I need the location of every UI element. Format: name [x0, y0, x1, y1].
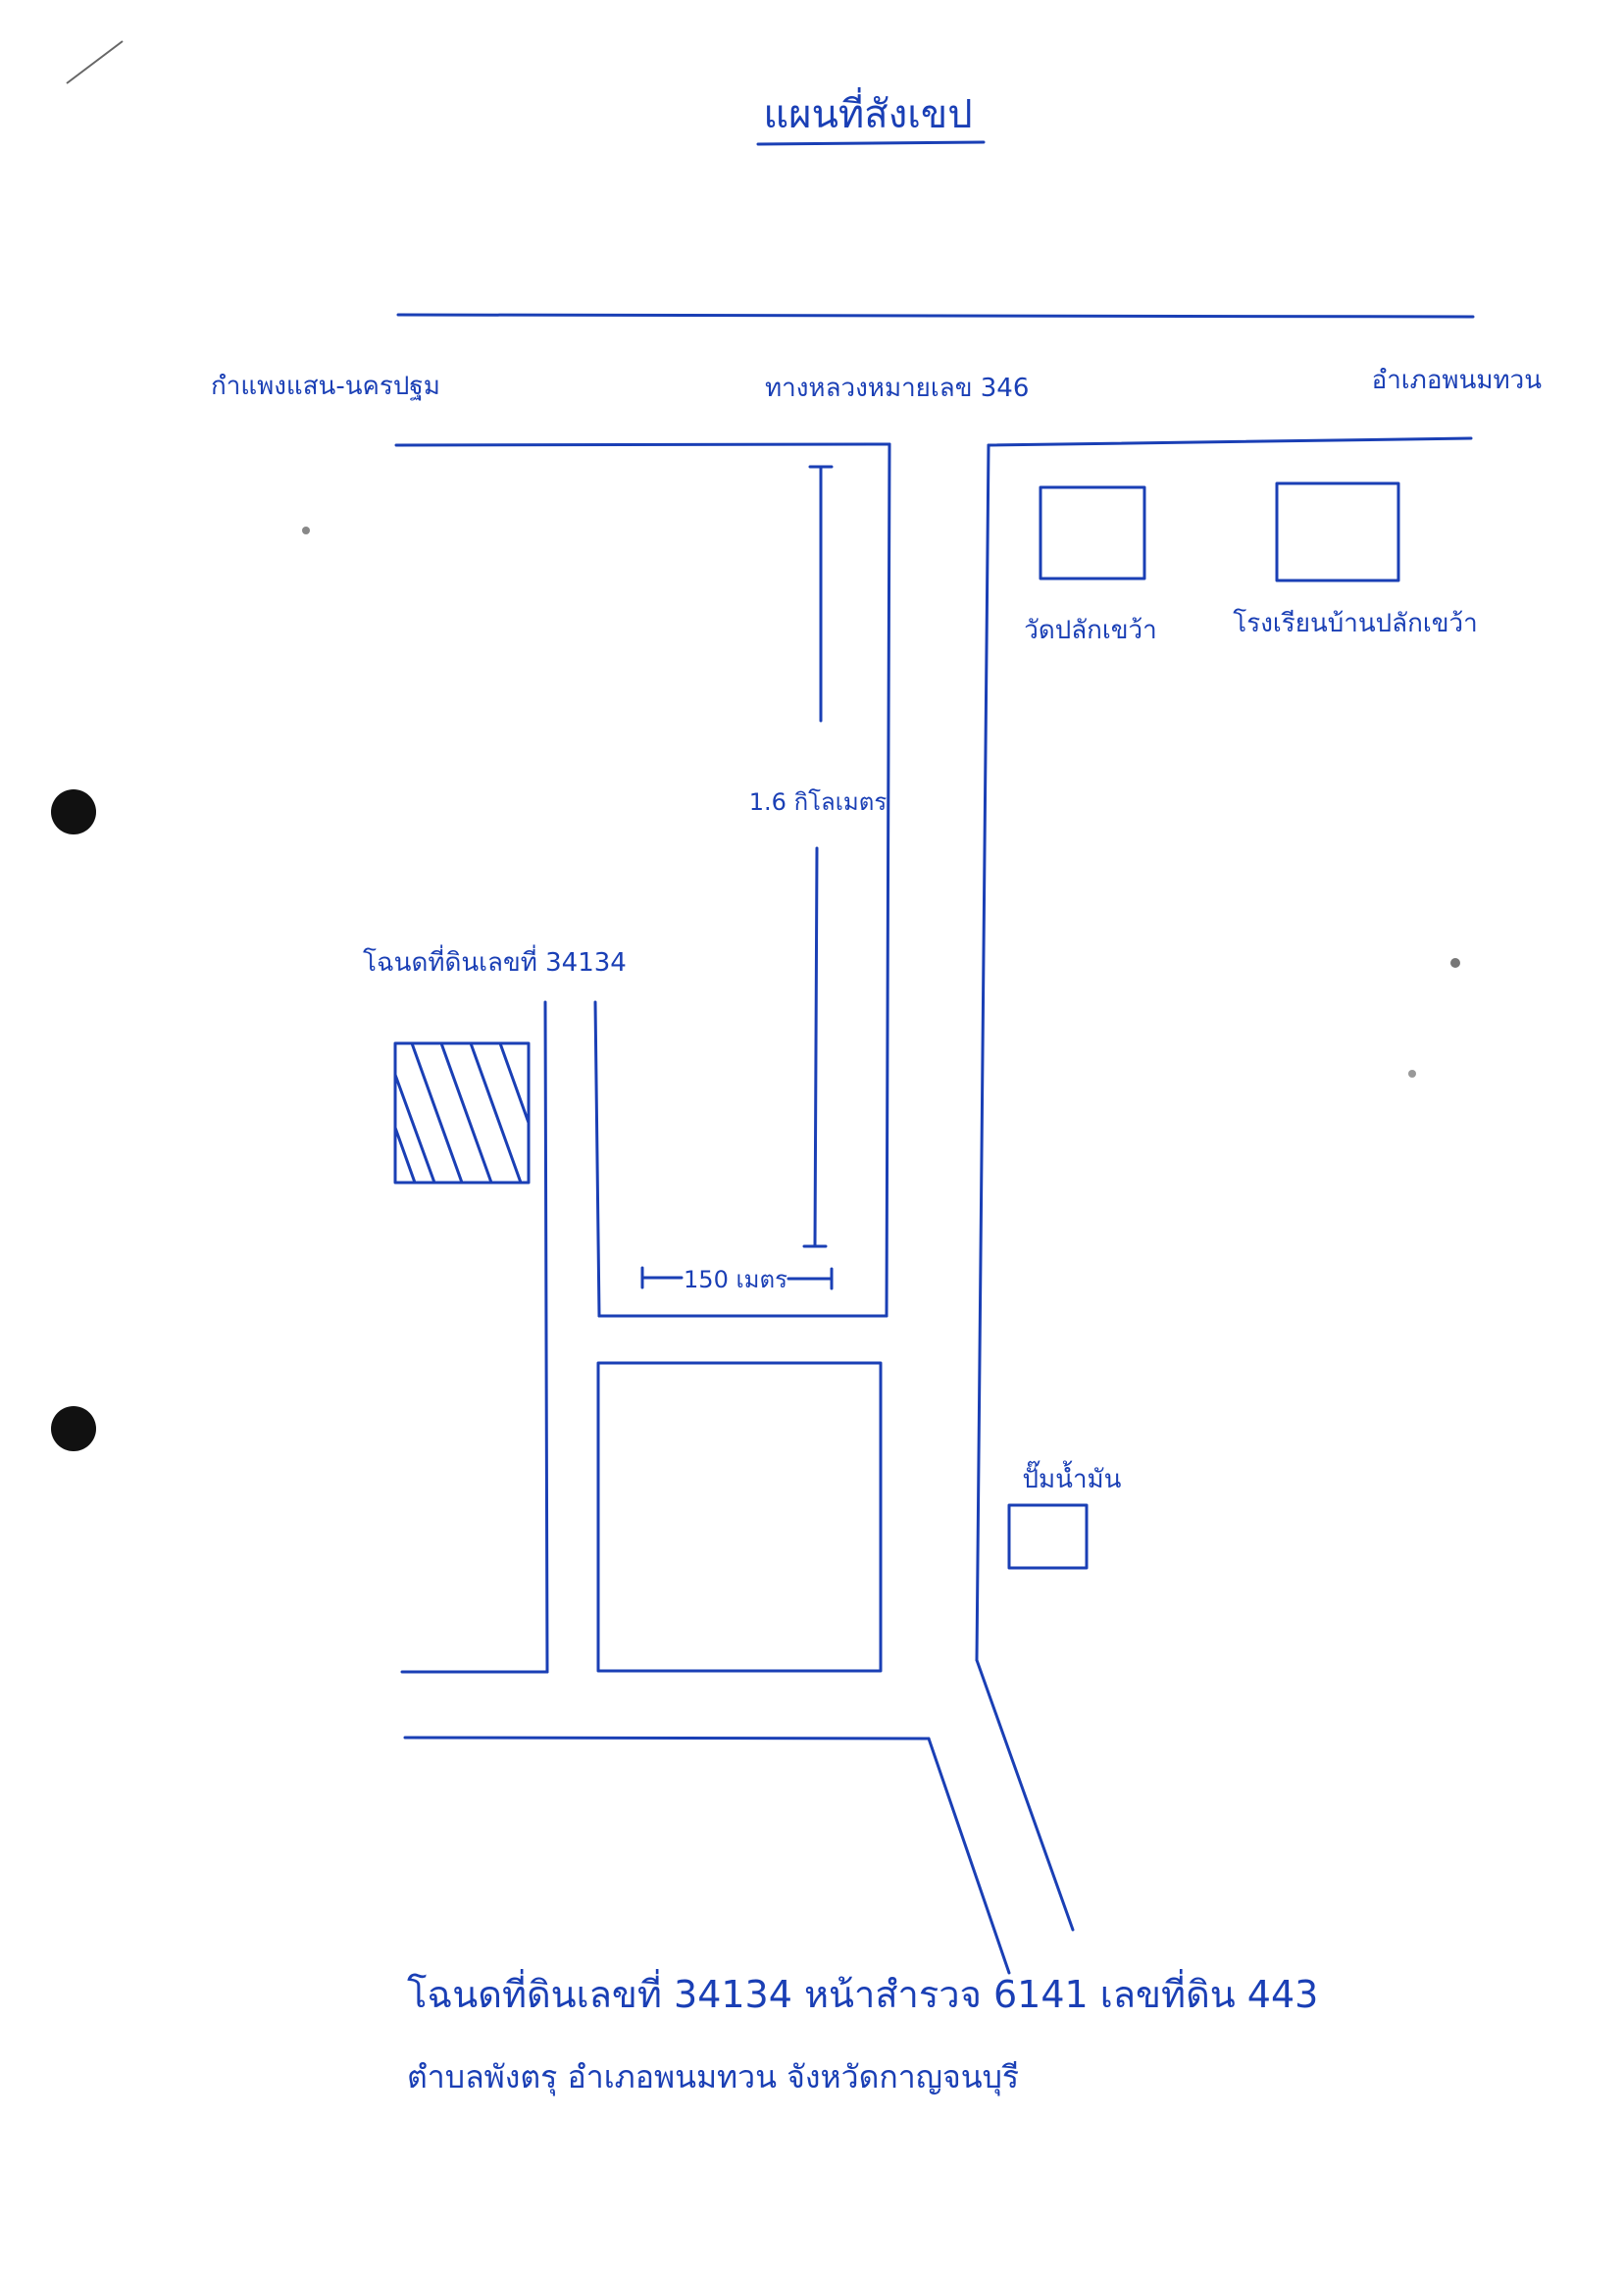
gas-station-box [1007, 1503, 1089, 1570]
school-label: โรงเรียนบ้านปลักเขว้า [1233, 608, 1477, 638]
punch-hole-bottom [51, 1406, 96, 1451]
side-road-west-edge [885, 442, 891, 1318]
distance-horizontal-label: 150 เมตร [684, 1266, 787, 1293]
school-box [1275, 481, 1400, 582]
distance-marker-vertical-bottom [813, 846, 819, 1248]
footer-line-1: โฉนดที่ดินเลขที่ 34134 หน้าสำรวจ 6141 เล… [407, 1969, 1318, 2016]
parcel-label: โฉนดที่ดินเลขที่ 34134 [363, 944, 627, 978]
main-road-north-edge [396, 313, 1475, 319]
lower-road-diagonal-east [975, 1658, 1075, 1932]
side-road-east-edge [975, 443, 990, 1662]
main-road-south-edge-left [394, 442, 891, 447]
temple-box [1039, 485, 1146, 580]
main-road-south-edge-right [987, 436, 1473, 447]
main-road-left-label: กำแพงแสน-นครปฐม [211, 372, 440, 401]
punch-hole-top [51, 789, 96, 834]
lower-block [596, 1361, 883, 1673]
paper-speck [1408, 1070, 1416, 1078]
map-title: แผนที่สังเขป [763, 87, 972, 137]
temple-label: วัดปลักเขว้า [1024, 616, 1157, 645]
pencil-mark [66, 40, 124, 84]
lower-road-diagonal-west [927, 1737, 1011, 1975]
parcel-hatched-box [393, 1041, 531, 1185]
footer-line-2: ตำบลพังตรุ อำเภอพนมทวน จังหวัดกาญจนบุรี [407, 2058, 1019, 2096]
paper-speck [1450, 958, 1460, 968]
main-road-right-label: อำเภอพนมทวน [1372, 366, 1543, 395]
paper-speck [302, 527, 310, 534]
main-road-center-label: ทางหลวงหมายเลข 346 [765, 374, 1029, 403]
inner-road-west-edge [543, 1000, 549, 1674]
title-underline [756, 140, 986, 146]
distance-vertical-label: 1.6 กิโลเมตร [749, 788, 888, 816]
gas-station-label: ปั๊มน้ำมัน [1023, 1460, 1122, 1494]
inner-road-east-edge [593, 1000, 601, 1318]
lower-road-north-edge [403, 1736, 931, 1741]
